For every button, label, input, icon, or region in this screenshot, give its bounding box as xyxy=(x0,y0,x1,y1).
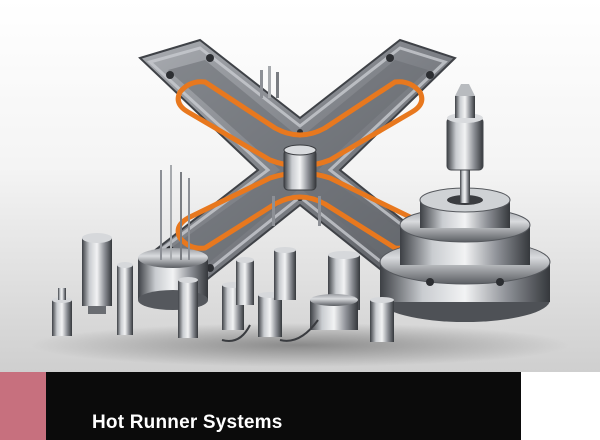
nozzle-icon xyxy=(52,165,394,342)
floor-shadow xyxy=(30,323,570,367)
caption-accent-block xyxy=(0,372,46,440)
caption-bar xyxy=(46,372,521,440)
mold-insert-icon xyxy=(379,84,551,322)
hot-runner-product-photo xyxy=(0,0,600,372)
caption-title: Hot Runner Systems xyxy=(92,412,283,433)
